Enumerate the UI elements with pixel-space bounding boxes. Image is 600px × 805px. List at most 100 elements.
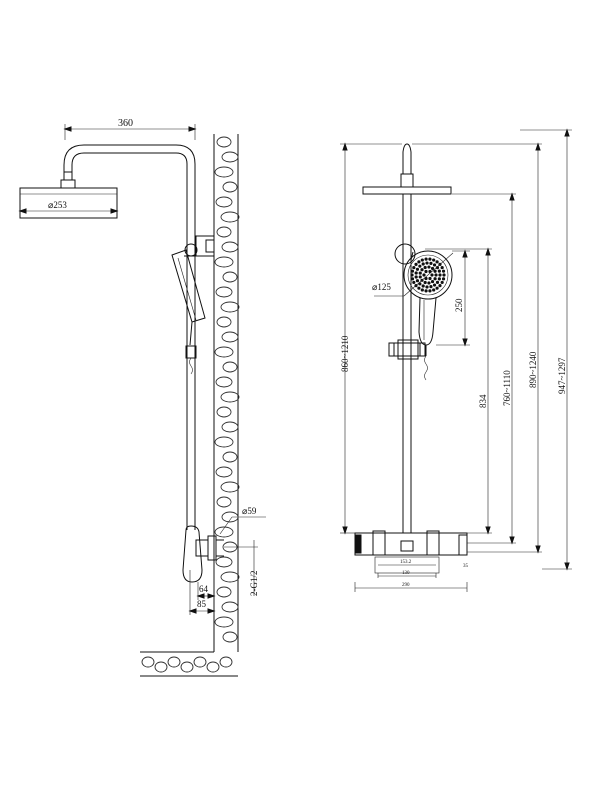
- spray-nozzle: [412, 280, 416, 285]
- front-slide-holder: [388, 339, 426, 360]
- front-view: 153.2 130 290 35 ⌀125 250: [340, 128, 572, 592]
- spray-nozzle: [424, 257, 428, 261]
- spray-nozzle: [435, 280, 440, 284]
- label-inlet-thread: 2-G1/2: [249, 571, 259, 597]
- spray-nozzle: [423, 265, 427, 270]
- side-hand-shower: [171, 249, 206, 375]
- label-overall-height: 860~1210: [340, 335, 350, 372]
- label-bar-inner: 130: [402, 571, 410, 576]
- spray-nozzle: [424, 269, 428, 274]
- spray-nozzle: [424, 289, 428, 293]
- spray-nozzle: [414, 275, 418, 279]
- spray-nozzle: [421, 284, 425, 288]
- stone-shape: [220, 301, 240, 313]
- floor: [140, 651, 238, 677]
- dim-handset-height: 250: [436, 249, 470, 347]
- spray-nozzle: [438, 273, 442, 277]
- spray-nozzle: [438, 284, 442, 288]
- stone-shape: [222, 271, 238, 283]
- spray-nozzle: [429, 261, 433, 265]
- spray-nozzles: [410, 257, 446, 293]
- dim-bar: 153.2 130 290 35: [354, 560, 469, 592]
- stone-shape: [216, 136, 232, 148]
- spray-nozzle: [415, 279, 420, 283]
- spray-nozzle: [427, 281, 431, 285]
- stone-shape: [214, 436, 234, 448]
- stone-shape: [216, 496, 232, 508]
- label-arm-reach: 360: [118, 118, 133, 129]
- stone-shape: [221, 241, 239, 253]
- stone-shape: [214, 256, 234, 268]
- spray-nozzle: [428, 276, 432, 281]
- spray-nozzle: [412, 265, 416, 270]
- spray-nozzle: [425, 285, 429, 289]
- label-offset-outer: 85: [197, 599, 207, 609]
- spray-nozzle: [415, 267, 420, 271]
- side-mixer-valve: [182, 525, 224, 583]
- spray-nozzle: [441, 269, 446, 273]
- side-view: 360 ⌀253 ⌀59 2-G1/2 6: [18, 118, 266, 677]
- label-bar-thickness: 35: [463, 564, 469, 569]
- stone-shape: [221, 421, 239, 433]
- spray-nozzle: [427, 265, 431, 269]
- stone-shape: [222, 181, 238, 193]
- stone-shape: [167, 656, 181, 668]
- dim-top-height: 947~1297: [520, 128, 572, 571]
- spray-nozzle: [418, 264, 422, 268]
- spray-nozzle: [420, 288, 424, 292]
- spray-nozzle: [417, 286, 421, 290]
- label-head-diameter: ⌀253: [48, 200, 67, 210]
- spray-nozzle: [410, 277, 415, 281]
- label-holder-height: 834: [478, 394, 488, 408]
- spray-nozzle: [423, 280, 427, 285]
- stone-shape: [215, 286, 233, 298]
- spray-nozzle: [432, 258, 436, 262]
- label-bar-width: 290: [402, 583, 410, 588]
- spray-nozzle: [410, 273, 414, 277]
- stone-shape: [214, 616, 234, 628]
- spray-nozzle: [414, 262, 418, 266]
- spray-nozzle: [422, 273, 426, 277]
- front-riser-pipe: [394, 194, 416, 533]
- stone-shape: [220, 571, 240, 583]
- stone-shape: [221, 331, 239, 343]
- floor-stone-hatch: [141, 656, 233, 673]
- spray-nozzle: [435, 260, 439, 264]
- spray-nozzle: [432, 263, 437, 267]
- stone-shape: [216, 406, 232, 418]
- stone-shape: [215, 196, 233, 208]
- spray-nozzle: [425, 261, 429, 265]
- label-bar-center: 153.2: [400, 560, 412, 565]
- label-slider-height: 760~1110: [502, 370, 512, 406]
- dim-arm-reach: 360: [63, 118, 197, 140]
- spray-nozzle: [424, 276, 428, 281]
- label-handset-height: 250: [454, 298, 464, 312]
- spray-nozzle: [433, 269, 437, 273]
- front-hand-shower: [403, 250, 453, 381]
- stone-shape: [215, 376, 233, 388]
- front-shower-head: [362, 143, 452, 195]
- label-offset-inner: 64: [199, 584, 209, 594]
- side-shower-head: [19, 171, 118, 219]
- spray-nozzle: [430, 266, 435, 271]
- spray-nozzle: [410, 269, 415, 273]
- spray-nozzle: [435, 286, 439, 290]
- stone-shape: [216, 226, 232, 238]
- spray-nozzle: [434, 273, 438, 277]
- spray-nozzle: [430, 273, 434, 277]
- stone-shape: [220, 481, 240, 493]
- label-arm-height: 890~1240: [528, 351, 538, 388]
- spray-nozzle: [428, 257, 432, 261]
- spray-nozzle: [417, 260, 421, 264]
- spray-nozzle: [418, 275, 422, 279]
- stone-shape: [220, 391, 240, 403]
- spray-nozzle: [418, 271, 422, 275]
- spray-nozzle: [437, 269, 441, 273]
- spray-nozzle: [429, 285, 433, 289]
- stone-shape: [222, 451, 238, 463]
- stone-shape: [219, 656, 233, 668]
- spray-nozzle: [440, 280, 444, 285]
- spray-nozzle: [420, 258, 424, 262]
- spray-nozzle: [414, 271, 418, 275]
